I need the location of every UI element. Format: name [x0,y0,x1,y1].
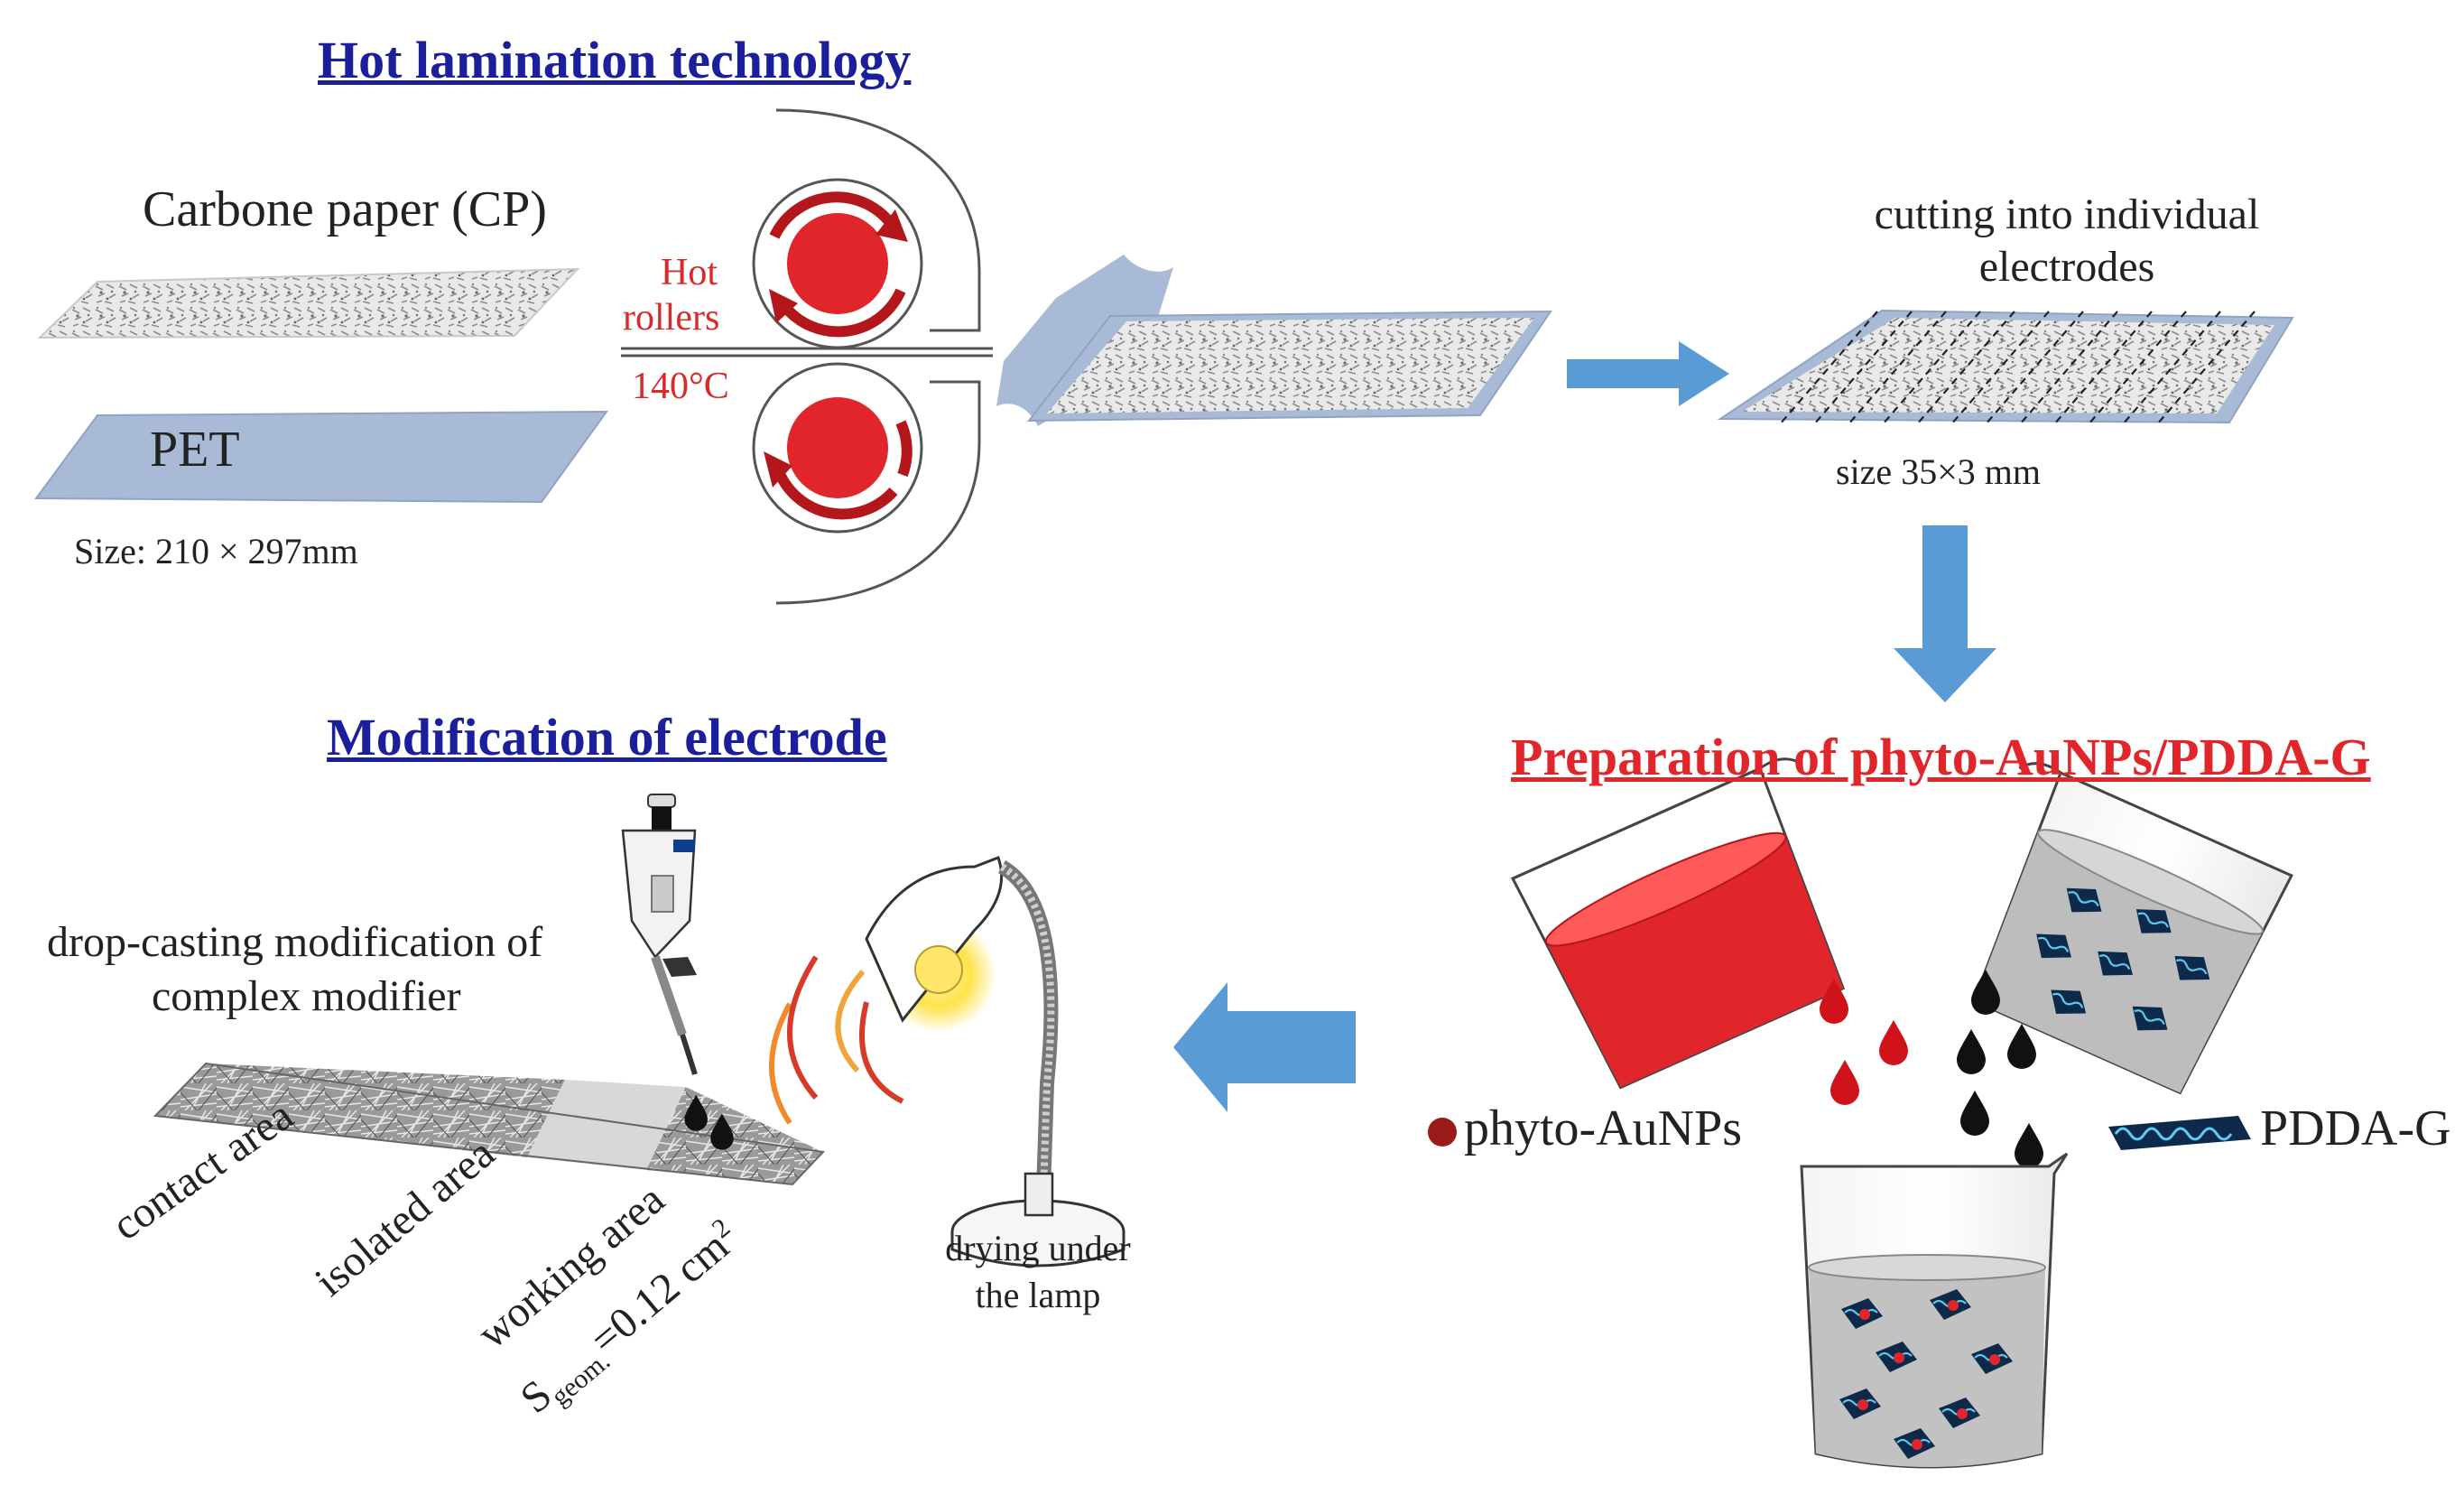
drop-icon [1960,1091,1989,1136]
drying-label-line2: the lamp [975,1275,1101,1315]
aunp-drops [1820,979,1908,1105]
drop-icon [1957,1029,1986,1074]
pet-sheet [34,410,608,504]
cutting-label-line2: electrodes [1978,243,2155,291]
aunp-legend-icon [1428,1118,1457,1147]
carbon-paper-label: Carbone paper (CP) [143,181,547,237]
sheet-size-label: Size: 210 × 297mm [74,531,358,571]
arrow-right-icon [1567,341,1729,406]
roller-icon-bottom [752,362,923,534]
pipette-icon [621,794,698,1075]
cutting-label-line1: cutting into individual [1874,190,2260,238]
arrow-down-icon [1894,525,1996,702]
laminator [621,108,993,605]
aunp-label: phyto-AuNPs [1464,1100,1743,1156]
preparation-title: Preparation of phyto-AuNPs/PDDA-G [1511,728,2371,786]
pddag-legend-icon [2108,1116,2251,1150]
aunp-beaker [1510,757,1846,1090]
heat-waves [769,955,904,1125]
rollers-label: rollers [623,297,720,339]
pddag-label: PDDA-G [2260,1100,2451,1156]
drop-icon [1830,1060,1859,1105]
drop-icon [1879,1020,1908,1065]
pet-label: PET [150,422,240,478]
rotation-arrow-icon [769,191,898,239]
dropcast-label-line2: complex modifier [152,972,461,1020]
cut-size-label: size 35×3 mm [1836,451,2041,492]
drying-label-line1: drying under [945,1228,1131,1268]
beaker-icon [1800,1152,2069,1469]
temperature-label: 140°C [632,366,729,407]
desk-lamp-icon [865,856,1125,1268]
hot-lamination-title: Hot lamination technology [318,31,912,89]
modification-title: Modification of electrode [327,708,887,766]
rotation-arrow-icon [895,420,912,478]
cut-sheet [1717,309,2294,425]
drop-icon [2007,1024,2036,1069]
carbon-paper-sheet [37,267,580,339]
arrow-left-icon [1173,982,1356,1112]
dropcast-label-line1: drop-casting modification of [47,918,543,966]
hot-label: Hot [661,252,718,293]
drop-icon [2015,1123,2043,1168]
roller-icon-top [752,178,923,349]
pddag-beaker [1972,762,2293,1095]
laminated-sheet [996,255,1552,426]
